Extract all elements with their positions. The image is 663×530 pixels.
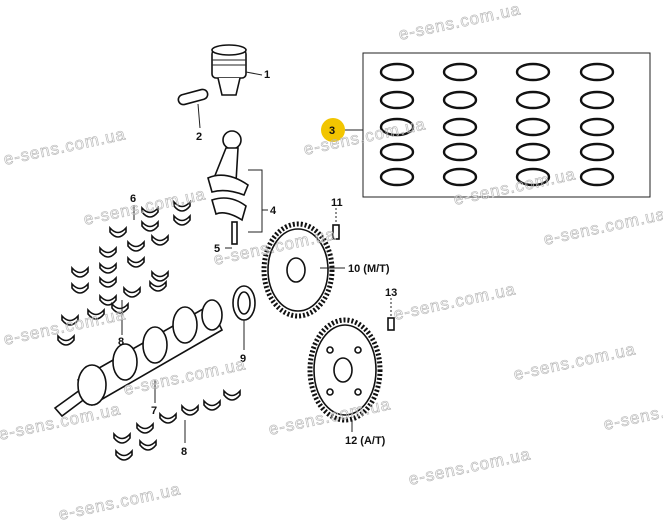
piston-ring — [579, 142, 615, 162]
callout-7: 7 — [151, 405, 157, 417]
callout-10: 10 (M/T) — [348, 263, 390, 275]
drive-plate-at[interactable] — [307, 317, 383, 423]
bearing-shell — [223, 388, 241, 401]
bearing-shell — [113, 431, 131, 444]
callout-11: 11 — [331, 197, 343, 209]
piston-ring — [579, 90, 615, 110]
piston-ring — [379, 62, 415, 82]
watermark-text: e-sens.com.ua — [57, 479, 183, 523]
piston-ring — [515, 142, 551, 162]
piston-ring — [379, 90, 415, 110]
piston-ring — [515, 167, 551, 187]
bearing-shell — [127, 239, 145, 252]
leader-lines — [121, 71, 392, 443]
bearing-shell — [71, 265, 89, 278]
piston-ring-set[interactable] — [362, 52, 651, 198]
watermark-text: e-sens.com.ua — [392, 279, 518, 323]
piston-ring — [379, 142, 415, 162]
bearing-shell — [57, 333, 75, 346]
bearing-shell — [87, 307, 105, 320]
connecting-rod-bearings[interactable] — [71, 199, 191, 294]
callout-8-thrust: 8 — [181, 446, 187, 458]
bearing-shell — [71, 281, 89, 294]
callout-5: 5 — [214, 243, 220, 255]
bearing-shell — [99, 275, 117, 288]
bearing-shell — [139, 438, 157, 451]
watermark-text: e-sens.com.ua — [397, 0, 523, 44]
bearing-shell — [99, 293, 117, 306]
flywheel-bolt[interactable] — [332, 224, 340, 240]
connecting-rod[interactable] — [207, 130, 249, 245]
bearing-shell — [111, 301, 129, 314]
piston-ring — [379, 167, 415, 187]
callout-3-highlight — [321, 118, 345, 142]
callout-2: 2 — [196, 131, 202, 143]
callout-12: 12 (A/T) — [345, 435, 386, 447]
callout-3: 3 — [329, 125, 335, 137]
rear-oil-seal[interactable] — [232, 285, 256, 321]
bearing-shell — [173, 199, 191, 212]
bearing-shell — [123, 285, 141, 298]
watermark-text: e-sens.com.ua — [542, 204, 663, 248]
bearing-shell — [61, 313, 79, 326]
piston-ring — [515, 62, 551, 82]
watermark-text: e-sens.com.ua — [602, 389, 663, 433]
crankshaft[interactable] — [53, 299, 224, 418]
callout-1: 1 — [264, 69, 270, 81]
piston-ring — [579, 62, 615, 82]
bearing-shell — [141, 219, 159, 232]
thrust-bearings[interactable] — [113, 388, 241, 461]
piston-ring — [579, 117, 615, 137]
bearing-shell — [127, 255, 145, 268]
watermark-text: e-sens.com.ua — [407, 444, 533, 488]
bearing-shell — [99, 261, 117, 274]
callout-9: 9 — [240, 353, 246, 365]
bearing-shell — [173, 213, 191, 226]
piston-ring — [515, 90, 551, 110]
flywheel-mt[interactable] — [261, 221, 335, 319]
drive-plate-bolt[interactable] — [387, 317, 395, 331]
bearing-shell — [151, 233, 169, 246]
bearing-shell — [151, 269, 169, 282]
callout-4: 4 — [270, 205, 277, 217]
watermark-text: e-sens.com.ua — [512, 339, 638, 383]
ring-set-box — [362, 52, 651, 198]
piston-ring — [515, 117, 551, 137]
bearing-shell — [99, 245, 117, 258]
bearing-shell — [115, 448, 133, 461]
main-bearings[interactable] — [57, 279, 167, 346]
bearing-shell — [141, 205, 159, 218]
callout-13: 13 — [385, 287, 397, 299]
bearing-shell — [181, 403, 199, 416]
piston-ring — [442, 90, 478, 110]
piston-ring — [442, 142, 478, 162]
bearing-shell — [149, 279, 167, 292]
piston-ring — [442, 62, 478, 82]
watermark-text: e-sens.com.ua — [302, 114, 428, 158]
watermark-text: e-sens.com.ua — [2, 124, 128, 168]
piston-pin[interactable] — [177, 88, 209, 106]
callout-8-main: 8 — [118, 336, 124, 348]
bearing-shell — [159, 411, 177, 424]
piston-ring — [442, 117, 478, 137]
callout-6: 6 — [130, 193, 136, 205]
piston-ring — [579, 167, 615, 187]
bearing-shell — [203, 398, 221, 411]
piston[interactable] — [211, 44, 247, 96]
piston-ring — [442, 167, 478, 187]
bearing-shell — [109, 225, 127, 238]
bearing-shell — [136, 421, 154, 434]
piston-ring — [379, 117, 415, 137]
